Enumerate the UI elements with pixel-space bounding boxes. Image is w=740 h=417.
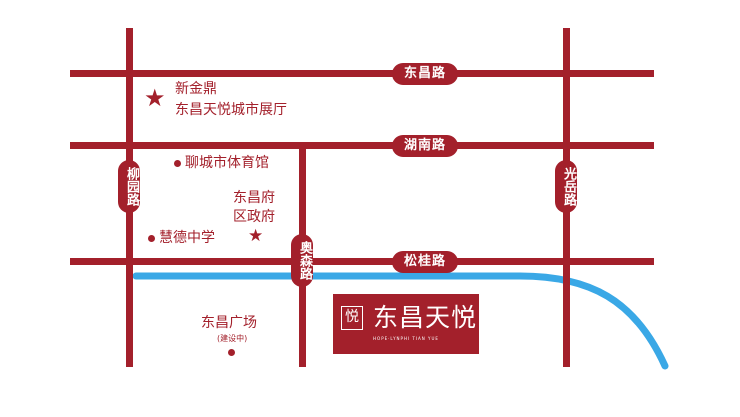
project-name: 东昌天悦 (373, 303, 478, 332)
project-logo-icon: 悦 (341, 306, 363, 330)
road-label-songgui: 松桂路 (392, 251, 459, 273)
star-icon: ★ (248, 226, 264, 246)
river-path (132, 272, 669, 370)
road-label-aosen: 奥森路 (291, 234, 313, 287)
poi-xinjinding-line2: 东昌天悦城市展厅 (175, 102, 287, 118)
poi-plaza: 东昌广场 (201, 315, 257, 331)
poi-xinjinding-line1: 新金鼎 (175, 81, 217, 97)
road-label-dongchang: 东昌路 (392, 63, 459, 85)
poi-district-gov-line2: 区政府 (233, 209, 275, 225)
star-icon: ★ (144, 84, 166, 112)
road-dongchang (70, 70, 654, 77)
poi-school: 慧德中学 (159, 230, 215, 246)
dot-icon (174, 160, 181, 167)
poi-district-gov-line1: 东昌府 (233, 190, 275, 206)
road-songgui (70, 258, 654, 265)
project-marker: 悦 东昌天悦 HOPE·LYNPHI TIAN YUE (333, 294, 479, 354)
dot-icon (228, 349, 235, 356)
road-label-guangyue: 光岳路 (555, 160, 577, 213)
poi-stadium: 聊城市体育馆 (185, 155, 269, 171)
road-label-liuyuan: 柳园路 (118, 160, 140, 213)
dot-icon (148, 235, 155, 242)
road-hunan (70, 142, 654, 149)
project-subtitle: HOPE·LYNPHI TIAN YUE (373, 336, 439, 341)
road-label-hunan: 湖南路 (392, 135, 459, 157)
poi-plaza-note: (建设中) (217, 334, 248, 343)
